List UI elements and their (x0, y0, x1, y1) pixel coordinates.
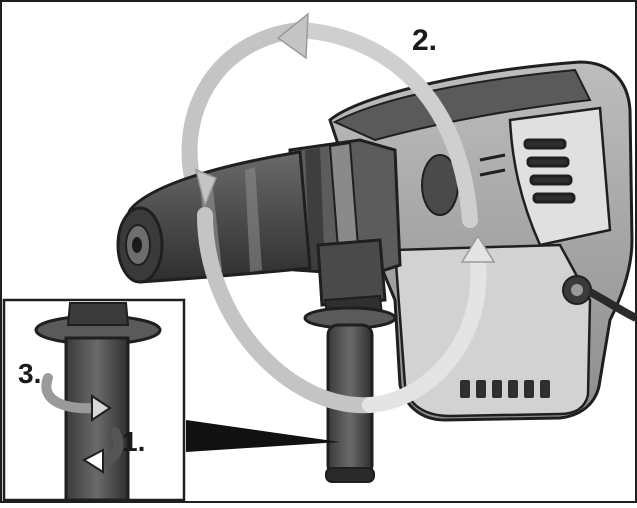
rotation-arrow-front (197, 207, 378, 414)
rotation-arrow-head-left (194, 168, 217, 208)
step-3-label: 3. (18, 358, 42, 389)
callout-pointer (186, 420, 340, 452)
rotation-arrow-top (292, 22, 478, 228)
rotation-arrow-head-right (460, 234, 496, 263)
inset-detail (2, 298, 186, 502)
rotation-arrow-back (181, 22, 308, 198)
side-handle (303, 238, 397, 483)
rotation-arrow-head-top (276, 12, 309, 60)
twist-arrow-icon (41, 373, 100, 414)
step-1-label: 1. (122, 426, 146, 457)
rotation-arrow-right (362, 252, 487, 413)
step-2-label: 2. (412, 24, 438, 57)
